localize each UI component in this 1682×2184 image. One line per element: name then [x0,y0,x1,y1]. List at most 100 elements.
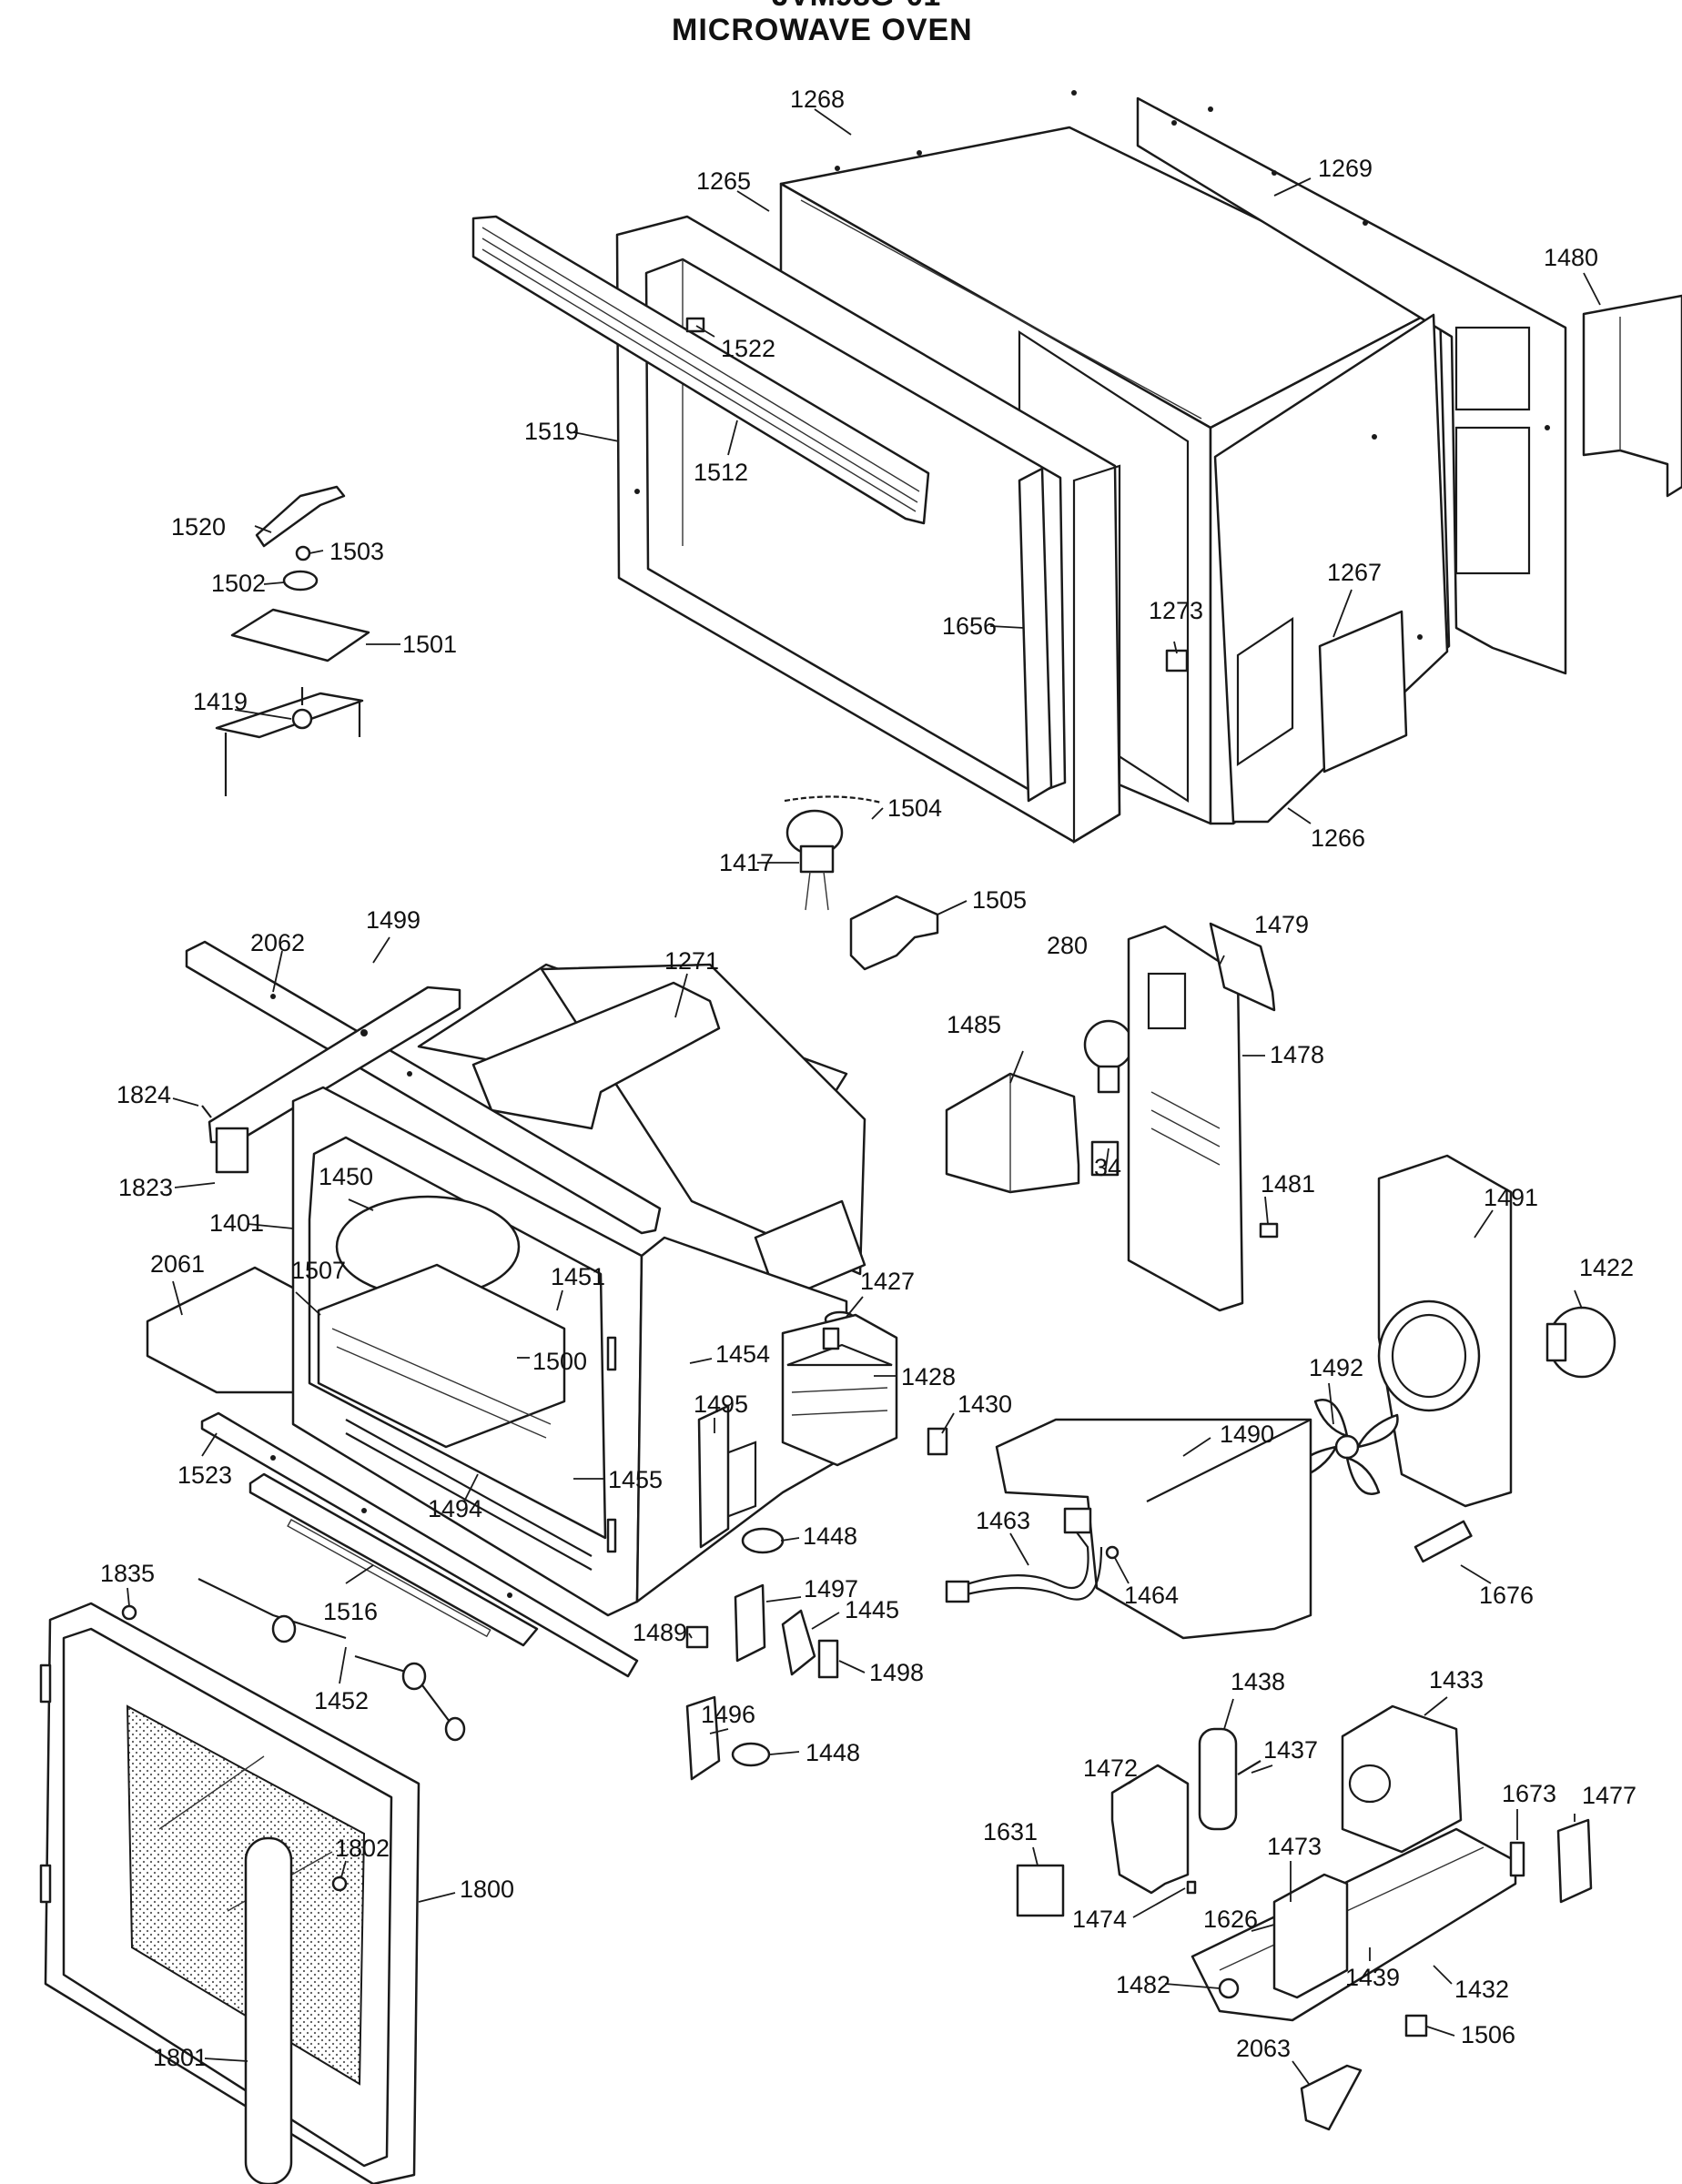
label-1519: 1519 [524,418,579,445]
label-1673: 1673 [1502,1780,1556,1807]
label-1473: 1473 [1267,1833,1322,1860]
wire-harness-1463 [945,1507,1103,1603]
board-1473 [1272,1873,1349,1999]
label-1494: 1494 [428,1495,482,1522]
transformer-1433 [1341,1704,1463,1854]
label-1491: 1491 [1484,1184,1538,1211]
door-handle-1801 [244,1836,293,2184]
label-1267: 1267 [1327,559,1382,586]
label-1676: 1676 [1479,1582,1534,1609]
label-1522: 1522 [721,335,775,362]
label-1800: 1800 [460,1876,514,1903]
terminal-1477 [1556,1818,1593,1904]
trim-1656 [1018,467,1053,803]
label-1474: 1474 [1072,1906,1127,1933]
switch-1445 [781,1609,816,1676]
clip-1481 [1259,1222,1279,1239]
label-1500: 1500 [532,1348,587,1375]
label-1265: 1265 [696,167,751,195]
relay-1631 [1016,1864,1065,1917]
plate-1479 [1209,922,1276,1012]
hinge-1823 [215,1127,249,1174]
label-1506: 1506 [1461,2021,1515,2048]
label-1482: 1482 [1116,1971,1170,1998]
label-1452: 1452 [314,1687,369,1714]
vent-grille-1512 [471,215,930,525]
oven-cavity-1271 [417,963,866,1303]
label-1496: 1496 [701,1701,755,1728]
stirrer-assembly [215,485,370,796]
label-1824: 1824 [117,1081,171,1108]
label-2061: 2061 [150,1250,205,1278]
label-1451: 1451 [551,1263,605,1290]
switch-1448-upper [741,1527,785,1554]
label-1801: 1801 [153,2044,208,2071]
stirrer-motor-1417 [784,795,882,911]
label-1464: 1464 [1124,1582,1179,1609]
label-1433: 1433 [1429,1666,1484,1694]
label-1439: 1439 [1345,1964,1400,1991]
label-1656: 1656 [942,612,997,640]
label-1269: 1269 [1318,155,1373,182]
duct-1485 [945,1072,1080,1194]
label-1448-lower: 1448 [806,1739,860,1766]
strip-1676 [1413,1520,1473,1563]
label-1478: 1478 [1270,1041,1324,1068]
label-1273: 1273 [1149,597,1203,624]
bracket-1499 [208,986,461,1144]
panel-1478 [1127,925,1244,1312]
duct-1490 [995,1418,1312,1640]
label-1631: 1631 [983,1818,1038,1845]
label-1823: 1823 [118,1174,173,1201]
label-1499: 1499 [366,906,420,934]
label-1417: 1417 [719,849,774,876]
label-1520: 1520 [171,513,226,541]
latch-1495 [697,1404,730,1549]
label-1422: 1422 [1579,1254,1634,1281]
label-1516: 1516 [323,1598,378,1625]
label-1271: 1271 [664,947,719,975]
label-1523: 1523 [177,1461,232,1489]
label-1481: 1481 [1261,1170,1315,1198]
switch-1497 [734,1583,766,1663]
capacitor-1438 [1198,1727,1262,1831]
label-1489: 1489 [633,1619,687,1646]
label-280: 280 [1047,932,1088,959]
leader-lines [127,108,1601,2085]
part-1482 [1218,1977,1240,1999]
diagram-title: MICROWAVE OVEN [672,13,973,47]
label-1427: 1427 [860,1268,915,1295]
fan-motor-1422 [1545,1306,1616,1379]
pin-1474 [1186,1880,1197,1895]
magnetron-1428 [781,1310,898,1467]
bracket-1498 [817,1639,839,1679]
label-1485: 1485 [947,1011,1001,1038]
label-1505: 1505 [972,886,1027,914]
label-34: 34 [1094,1154,1121,1181]
screw-1464 [1105,1545,1120,1560]
label-1430: 1430 [958,1390,1012,1418]
control-panel-1516 [248,1472,539,1647]
part-1835 [121,1604,137,1621]
front-plate-1401 [291,1086,643,1617]
label-1454: 1454 [715,1340,770,1368]
rail-1523 [200,1411,639,1678]
label-1477: 1477 [1582,1782,1636,1809]
label-1502: 1502 [211,570,266,597]
latch-1496 [685,1695,721,1781]
label-1501: 1501 [402,631,457,658]
label-1472: 1472 [1083,1754,1138,1782]
label-1437: 1437 [1263,1736,1318,1764]
part-labels: 1268 1265 1269 1480 1522 1519 1512 1520 … [100,86,1636,2071]
label-1479: 1479 [1254,911,1309,938]
switch-1489 [685,1625,709,1649]
bracket-1480 [1582,294,1682,498]
label-1512: 1512 [694,459,748,486]
label-1503: 1503 [329,538,384,565]
spring-1452 [198,1578,466,1742]
bracket-1472 [1110,1764,1190,1895]
label-1432: 1432 [1454,1976,1509,2003]
motor-bracket-1505 [849,895,939,971]
label-1428: 1428 [901,1363,956,1390]
